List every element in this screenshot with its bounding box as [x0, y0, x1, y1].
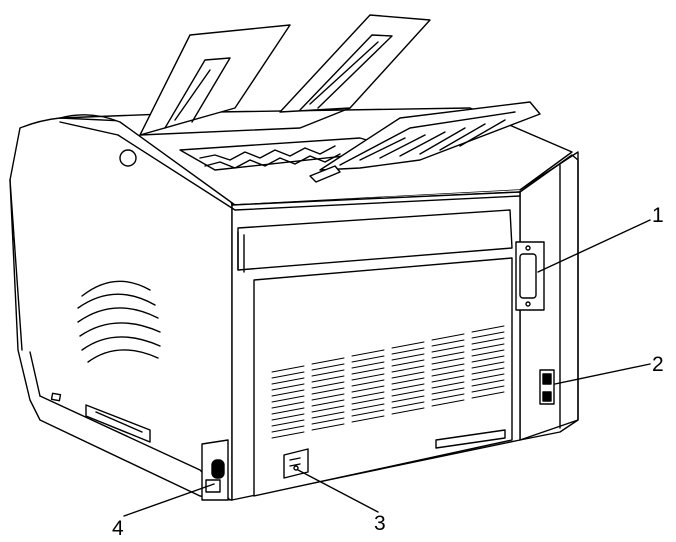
louver-slat [431, 393, 465, 401]
louver-slat [471, 337, 505, 345]
louver-slat [431, 357, 465, 365]
callout-1-number: 1 [652, 204, 664, 227]
paper-output-tray [139, 14, 431, 136]
callout-3-number: 3 [374, 512, 386, 535]
side-handle [85, 404, 151, 443]
louver-slat [271, 365, 305, 373]
louver-slat [391, 401, 425, 409]
louver-slat [471, 391, 505, 399]
rear-vent-louvers [271, 325, 505, 439]
louver-slat [431, 369, 465, 377]
louver-slat [471, 343, 505, 351]
printer-body [9, 107, 579, 501]
louver-slat [391, 341, 425, 349]
louver-slat [271, 389, 305, 397]
louver-slat [351, 361, 385, 369]
louver-slat [471, 355, 505, 363]
louver-slat [391, 389, 425, 397]
louver-slat [311, 357, 345, 365]
louver-slat [431, 375, 465, 383]
louver-slat [471, 379, 505, 387]
callout-4: 4 [112, 483, 215, 540]
louver-slat [391, 383, 425, 391]
louver-slat [311, 411, 345, 419]
louver-slat [271, 413, 305, 421]
callout-1: 1 [537, 204, 664, 273]
louver-slat [431, 351, 465, 359]
louver-slat [351, 379, 385, 387]
louver-slat [471, 331, 505, 339]
rear-switches [539, 369, 555, 405]
callout-2-number: 2 [652, 353, 664, 376]
louver-slat [431, 387, 465, 395]
louver-slat [391, 347, 425, 355]
louver-slat [351, 355, 385, 363]
rear-base-slot [435, 429, 506, 449]
louver-slat [351, 415, 385, 423]
louver-slat [351, 373, 385, 381]
louver-slat [351, 397, 385, 405]
louver-slat [391, 353, 425, 361]
louver-slat [271, 395, 305, 403]
louver-slat [391, 377, 425, 385]
louver-slat [311, 369, 345, 377]
louver-slat [271, 377, 305, 385]
louver-slat [431, 381, 465, 389]
callout-3: 3 [297, 469, 386, 535]
louver-slat [351, 367, 385, 375]
louver-slat [271, 419, 305, 427]
power-inlet [283, 448, 309, 479]
louver-slat [351, 391, 385, 399]
louver-slat [271, 407, 305, 415]
louver-slat [311, 375, 345, 383]
louver-slat [391, 359, 425, 367]
louver-slat [471, 385, 505, 393]
louver-slat [431, 345, 465, 353]
louver-slat [271, 383, 305, 391]
power-switch [201, 439, 229, 501]
louver-slat [351, 409, 385, 417]
callout-4-number: 4 [112, 517, 124, 540]
louver-slat [311, 393, 345, 401]
louver-slat [391, 407, 425, 415]
louver-slat [311, 363, 345, 371]
louver-slat [311, 387, 345, 395]
louver-slat [271, 371, 305, 379]
louver-slat [471, 349, 505, 357]
louver-slat [271, 425, 305, 433]
paper-input-tray [309, 101, 541, 183]
louver-slat [471, 373, 505, 381]
louver-slat [471, 361, 505, 369]
louver-slat [351, 349, 385, 357]
side-vent-grille [50, 280, 161, 402]
louver-slat [471, 367, 505, 375]
louver-slat [431, 399, 465, 407]
louver-slat [351, 403, 385, 411]
louver-slat [471, 325, 505, 333]
louver-slat [431, 339, 465, 347]
louver-slat [311, 405, 345, 413]
louver-slat [391, 371, 425, 379]
louver-slat [431, 333, 465, 341]
callout-2: 2 [554, 353, 664, 385]
louver-slat [311, 381, 345, 389]
louver-slat [271, 401, 305, 409]
louver-slat [391, 395, 425, 403]
louver-slat [271, 431, 305, 439]
parallel-interface-connector [515, 241, 545, 311]
louver-slat [311, 399, 345, 407]
louver-slat [311, 423, 345, 431]
louver-slat [391, 365, 425, 373]
louver-slat [311, 417, 345, 425]
louver-slat [351, 385, 385, 393]
louver-slat [431, 363, 465, 371]
